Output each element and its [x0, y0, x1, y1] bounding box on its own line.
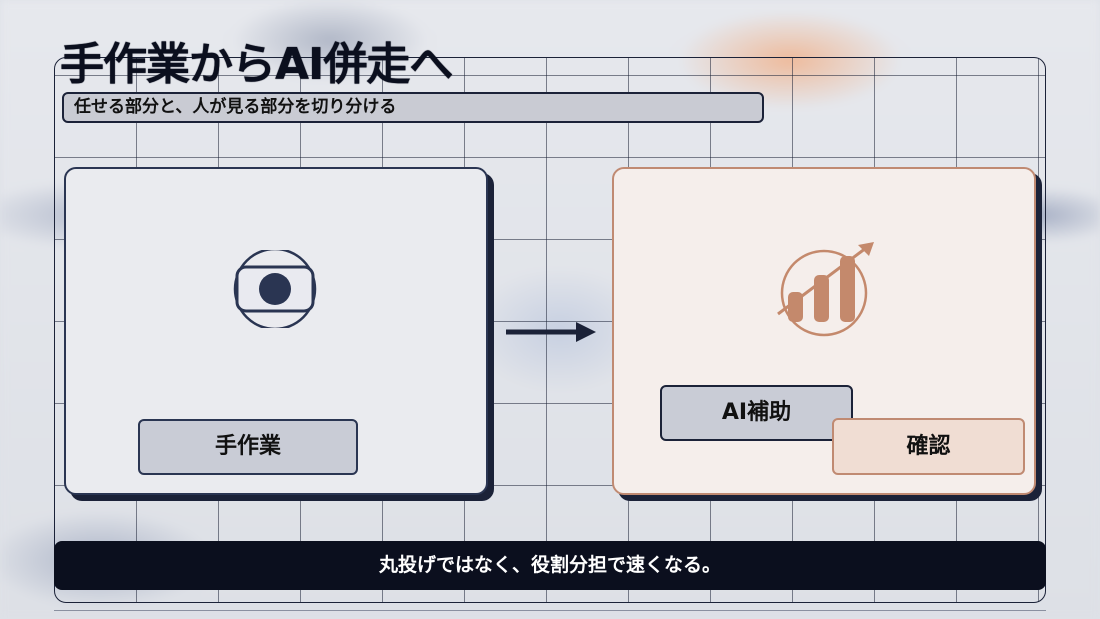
arrow-right-icon [506, 322, 596, 342]
eye-icon [233, 250, 317, 328]
footer-divider [54, 610, 1046, 611]
ai-assist-label: AI補助 [660, 385, 853, 441]
confirm-label: 確認 [832, 418, 1025, 475]
slide-title: 手作業からAI併走へ [60, 39, 453, 90]
growth-chart-icon [777, 242, 874, 337]
slide-subtitle: 任せる部分と、人が見る部分を切り分ける [62, 92, 764, 123]
manual-work-label: 手作業 [138, 419, 358, 475]
footer-message: 丸投げではなく、役割分担で速くなる。 [54, 541, 1046, 590]
